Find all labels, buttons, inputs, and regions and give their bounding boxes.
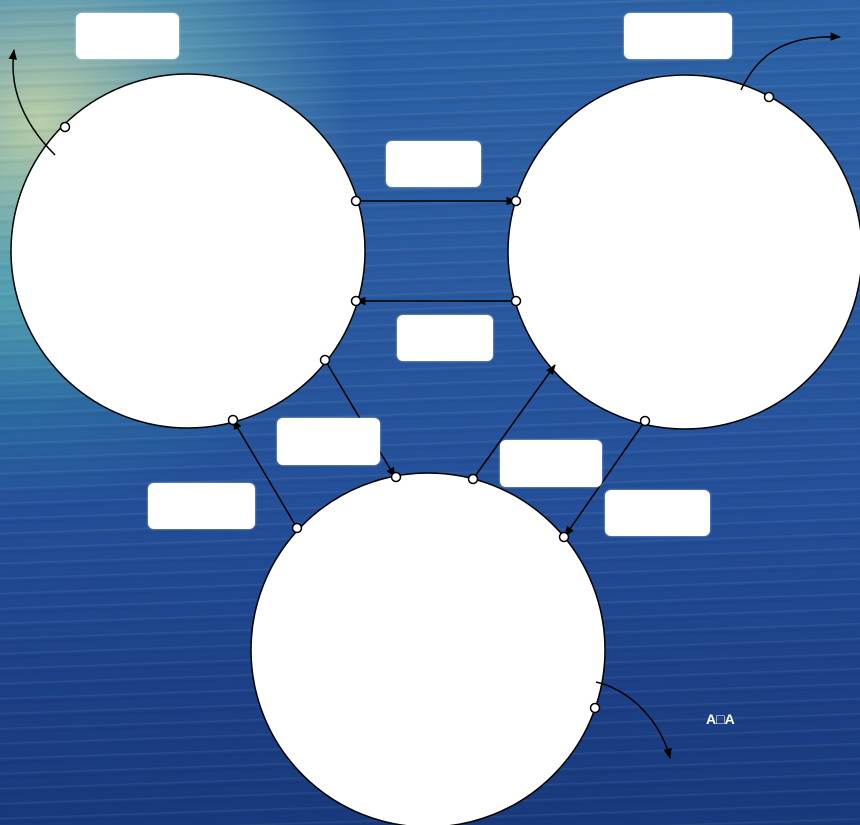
connection-point — [641, 417, 650, 426]
label-box — [76, 13, 179, 59]
label-box — [397, 315, 493, 361]
circle-bottom — [251, 473, 605, 825]
connection-point — [229, 416, 238, 425]
label-box — [500, 440, 602, 487]
connection-point — [352, 197, 361, 206]
label-box — [148, 483, 255, 529]
corner-label: A□A — [706, 711, 735, 727]
connection-point — [392, 473, 401, 482]
connection-point — [512, 197, 521, 206]
connection-point — [352, 297, 361, 306]
connection-point — [321, 356, 330, 365]
connection-point — [61, 123, 70, 132]
connection-point — [512, 297, 521, 306]
connection-point — [293, 524, 302, 533]
label-box — [386, 141, 481, 187]
connection-point — [469, 475, 478, 484]
label-box — [277, 418, 380, 465]
connection-point — [591, 704, 600, 713]
label-box — [605, 490, 710, 536]
exit-arrow-top-right — [741, 37, 840, 90]
circle-top-right — [508, 75, 860, 429]
exit-arrow-bottom — [596, 682, 670, 758]
connection-point — [560, 533, 569, 542]
exit-arrow-top-left — [13, 50, 55, 155]
connection-point — [765, 93, 774, 102]
label-box — [624, 13, 732, 59]
